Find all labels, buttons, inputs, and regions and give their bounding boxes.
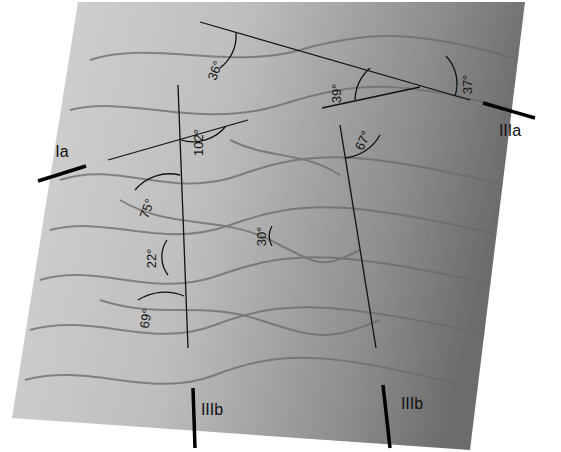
angle-label: 37° — [461, 74, 474, 94]
measure-lines — [108, 22, 470, 348]
section-label: IIIb — [201, 402, 223, 418]
specimen-image — [12, 2, 525, 450]
slip-bands — [25, 36, 520, 390]
angle-label: 69° — [138, 307, 154, 329]
section-label: IIIb — [401, 396, 423, 412]
section-label: IIIa — [499, 123, 521, 139]
angle-label: 30° — [255, 226, 268, 246]
angle-label: 102° — [191, 129, 204, 156]
section-ticks — [38, 103, 535, 448]
angle-label: 39° — [330, 83, 343, 103]
angle-label: 22° — [145, 248, 158, 268]
section-label: Ia — [55, 144, 68, 160]
